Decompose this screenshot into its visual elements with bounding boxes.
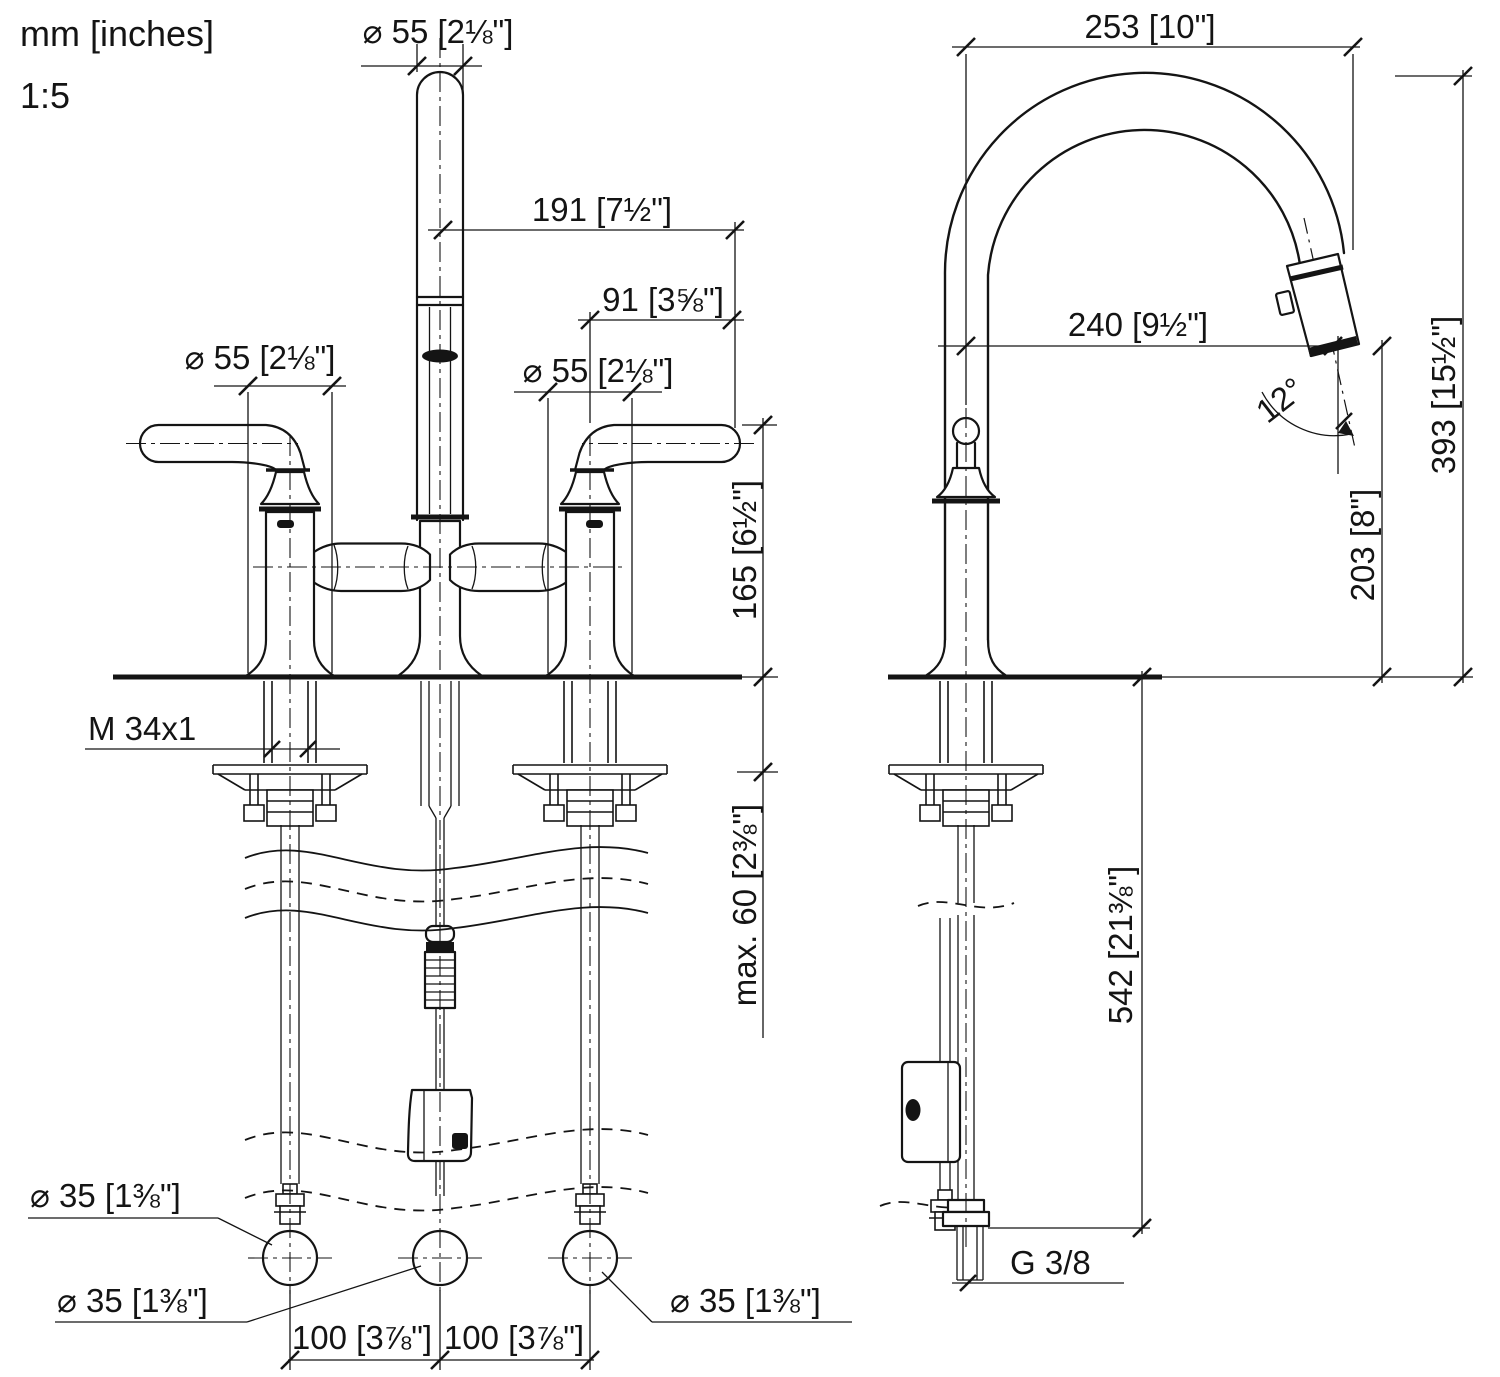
left-handle [126,423,335,677]
dim-label-connection-thread: G 3/8 [1010,1244,1091,1281]
break-lines-upper [244,846,649,932]
dim-label-hole-left-diameter: ⌀ 35 [1⅜"] [30,1177,181,1214]
dim-label-spout-height-203: 203 [8"] [1344,489,1381,602]
dim-label-right-handle-diameter: ⌀ 55 [2⅛"] [523,352,674,389]
units-label: mm [inches] [20,13,214,54]
dim-label-height-165: 165 [6½"] [726,480,763,620]
dim-label-spout-top-diameter: ⌀ 55 [2⅛"] [363,13,514,50]
dim-label-hole-right-diameter: ⌀ 35 [1⅜"] [670,1282,821,1319]
dim-label-spout-reach-240: 240 [9½"] [1068,306,1208,343]
dim-label-pitch-left: 100 [3⅞"] [292,1319,432,1356]
hose-weight [900,1060,962,1164]
side-hoses [939,825,975,1202]
side-dimension-lines [938,36,1474,1292]
dim-label-hole-center-diameter: ⌀ 35 [1⅜"] [57,1282,208,1319]
dim-label-spout-width-253: 253 [10"] [1085,8,1216,45]
dim-label-pitch-right: 100 [3⅞"] [444,1319,584,1356]
front-view-drawing [28,38,852,1371]
spray-button [1275,290,1295,316]
dim-label-height-393: 393 [15½"] [1425,316,1462,475]
dim-label-width-191: 191 [7½"] [532,191,672,228]
right-handle [547,425,755,676]
dim-label-counter-thickness: max. 60 [2⅜"] [726,804,763,1006]
dim-label-hose-length-542: 542 [21⅜"] [1102,866,1139,1025]
spout-arc [943,71,1346,679]
front-dimension-lines [28,44,852,1371]
dim-label-thread-m34: M 34x1 [88,710,196,747]
scale-label: 1:5 [20,75,70,116]
dim-label-width-91: 91 [3⅝"] [602,281,724,318]
angle-callout [1261,336,1354,474]
centerlines [247,38,633,1294]
dim-label-left-handle-diameter: ⌀ 55 [2⅛"] [185,339,336,376]
dim-label-spray-angle: 12° [1249,370,1311,430]
spray-head [1275,217,1361,449]
side-view-drawing [879,36,1474,1292]
supply-hoses [280,825,600,1184]
